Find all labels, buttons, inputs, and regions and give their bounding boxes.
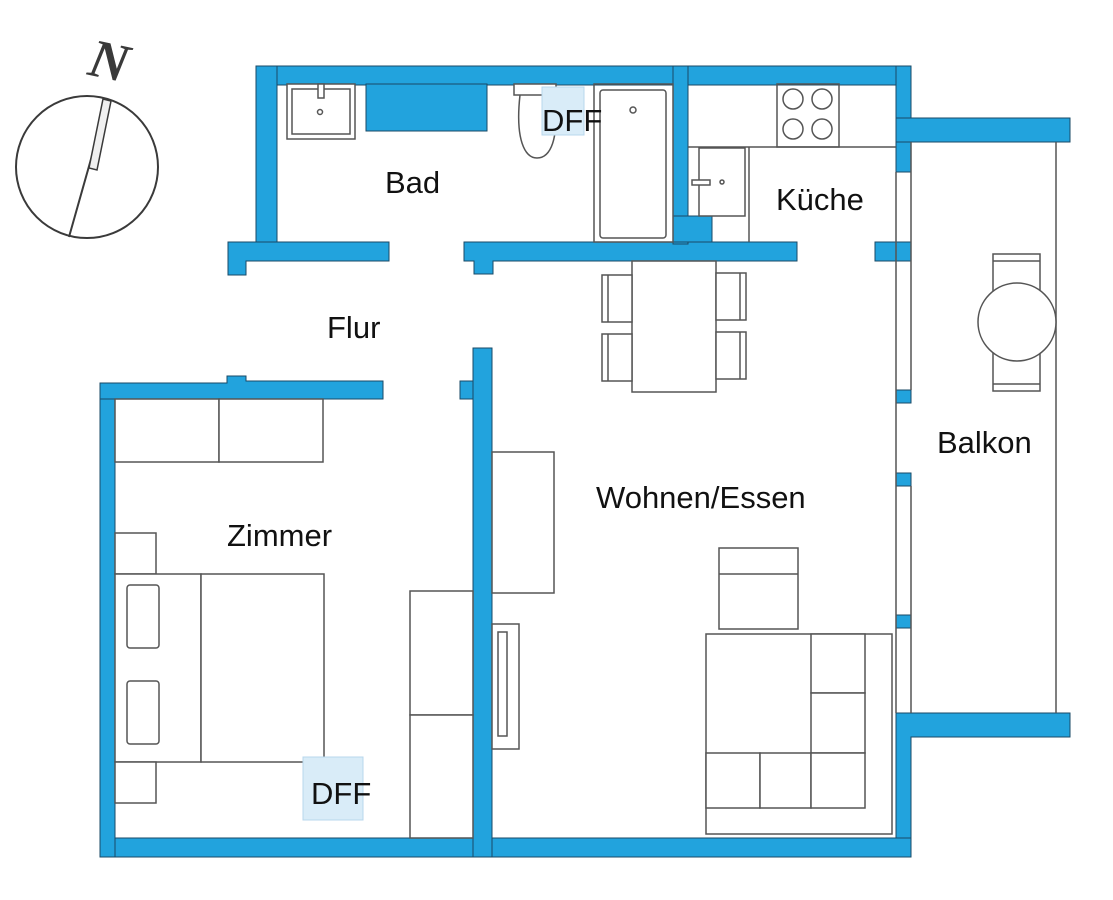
bed bbox=[114, 532, 325, 804]
kitchen-counter bbox=[688, 146, 896, 242]
sink-icon bbox=[286, 83, 356, 140]
room-label-flur: Flur bbox=[327, 310, 380, 345]
room-label-kueche: Küche bbox=[776, 182, 864, 217]
room-label-bad: Bad bbox=[385, 165, 440, 200]
dff-label: DFF bbox=[311, 776, 371, 811]
tv-unit bbox=[491, 623, 520, 750]
stove-icon bbox=[776, 83, 840, 148]
bathtub-icon bbox=[593, 83, 674, 243]
desk bbox=[409, 590, 474, 839]
windows-right bbox=[895, 142, 912, 713]
wardrobe bbox=[114, 398, 324, 463]
armchair bbox=[718, 547, 799, 630]
sideboard bbox=[491, 451, 555, 594]
walls bbox=[99, 65, 1071, 858]
dining-table bbox=[601, 260, 747, 393]
room-label-wohnen-essen: Wohnen/Essen bbox=[596, 480, 806, 515]
room-label-balkon: Balkon bbox=[937, 425, 1032, 460]
skylight-marker-zimmer: DFF bbox=[302, 756, 371, 821]
fridge-icon bbox=[691, 147, 746, 217]
dff-label: DFF bbox=[542, 103, 602, 138]
balcony-table bbox=[977, 253, 1057, 392]
compass-north-label: N bbox=[83, 27, 137, 94]
corner-sofa bbox=[705, 633, 893, 835]
compass-icon: N bbox=[15, 27, 159, 239]
skylight-marker-bad: DFF bbox=[541, 86, 602, 138]
room-label-zimmer: Zimmer bbox=[227, 518, 332, 553]
